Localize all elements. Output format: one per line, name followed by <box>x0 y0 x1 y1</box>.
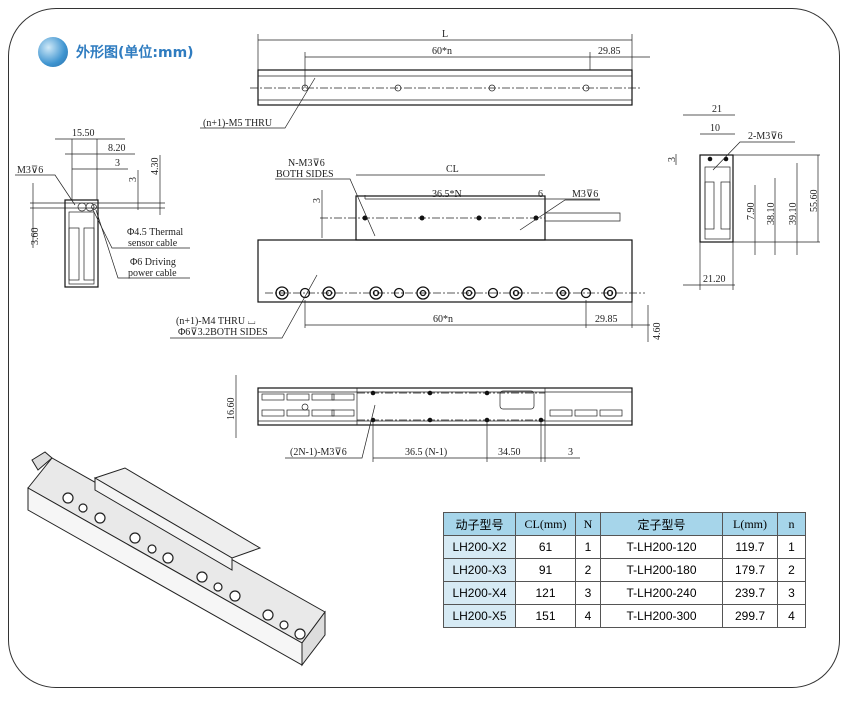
dim-36-5N: 36.5*N <box>432 189 462 200</box>
col-header: 定子型号 <box>600 512 723 536</box>
col-header: 动子型号 <box>443 512 516 536</box>
cell: 4 <box>777 604 806 628</box>
cell: 3 <box>777 581 806 605</box>
cell: T-LH200-180 <box>600 558 723 582</box>
cell: 61 <box>515 535 576 559</box>
cell: LH200-X4 <box>443 581 516 605</box>
dim-34-50: 34.50 <box>498 447 521 458</box>
cell: 121 <box>515 581 576 605</box>
right-view: 21 10 2-M3⊽6 3 7.90 38.10 39.10 55.60 21… <box>667 104 820 290</box>
col-header: n <box>777 512 806 536</box>
dim-8-20: 8.20 <box>108 143 126 154</box>
section-title: 外形图(单位:mm) <box>38 37 194 67</box>
dim-29-85: 29.85 <box>595 314 618 325</box>
power-label: Φ6 Driving <box>130 257 176 268</box>
cell: 91 <box>515 558 576 582</box>
dim-L: L <box>442 29 448 40</box>
thermal-label-2: sensor cable <box>128 238 178 249</box>
tap-label: M3⊽6 <box>572 189 598 200</box>
tap-label: M3⊽6 <box>17 165 43 176</box>
cell: 299.7 <box>722 604 778 628</box>
tap-n-label-2: BOTH SIDES <box>276 169 334 180</box>
holes-label: (n+1)-M4 THRU ⌴ <box>176 316 256 327</box>
dim-3: 3 <box>667 157 678 162</box>
tap-n-label: N-M3⊽6 <box>288 158 325 169</box>
cell: LH200-X5 <box>443 604 516 628</box>
dim-21-20: 21.20 <box>703 274 726 285</box>
dim-3-60: 3.60 <box>30 228 41 246</box>
cell: 4 <box>575 604 601 628</box>
cell: 151 <box>515 604 576 628</box>
dim-6: 6 <box>538 189 543 200</box>
dim-4-30: 4.30 <box>150 158 161 176</box>
dim-CL: CL <box>446 164 459 175</box>
section-title-text: 外形图(单位:mm) <box>76 45 194 61</box>
dim-h3: 3 <box>128 177 139 182</box>
tap-label: 2-M3⊽6 <box>748 131 783 142</box>
cell: 179.7 <box>722 558 778 582</box>
dim-4-60: 4.60 <box>652 323 663 341</box>
table-header-row: 动子型号 CL(mm) N 定子型号 L(mm) n <box>443 512 806 536</box>
cell: 2 <box>575 558 601 582</box>
dim-38-10: 38.10 <box>766 203 777 226</box>
cell: 119.7 <box>722 535 778 559</box>
dim-end: 29.85 <box>598 46 621 57</box>
cell: 1 <box>575 535 601 559</box>
isometric-view <box>27 451 326 667</box>
holes-label: (n+1)-M5 THRU <box>203 118 273 129</box>
bottom-view: 16.60 36.5 (N-1) 34.50 3 (2N-1)-M3⊽6 <box>226 375 633 462</box>
cell: 239.7 <box>722 581 778 605</box>
dim-36-5-N-1: 36.5 (N-1) <box>405 447 447 458</box>
tap-label: (2N-1)-M3⊽6 <box>290 447 347 458</box>
dim-21: 21 <box>712 104 722 115</box>
dim-10: 10 <box>710 123 720 134</box>
holes-label-2: Φ6⊽3.2BOTH SIDES <box>178 327 268 338</box>
cell: 2 <box>777 558 806 582</box>
cell: T-LH200-240 <box>600 581 723 605</box>
col-header: L(mm) <box>722 512 778 536</box>
front-view: CL 36.5*N 6 M3⊽6 3 N-M3⊽6 BOTH SIDES (n+… <box>170 158 663 342</box>
dim-60n: 60*n <box>433 314 453 325</box>
dim-pitch: 60*n <box>432 46 452 57</box>
cell: T-LH200-120 <box>600 535 723 559</box>
cell: 1 <box>777 535 806 559</box>
cell: T-LH200-300 <box>600 604 723 628</box>
cell: 3 <box>575 581 601 605</box>
col-header: N <box>575 512 601 536</box>
dim-3: 3 <box>568 447 573 458</box>
dim-7-90: 7.90 <box>746 203 757 221</box>
dim-39-10: 39.10 <box>788 203 799 226</box>
page-frame <box>8 8 840 688</box>
power-label-2: power cable <box>128 268 177 279</box>
dim-3: 3 <box>312 198 323 203</box>
cell: LH200-X3 <box>443 558 516 582</box>
dim-3: 3 <box>115 158 120 169</box>
dim-55-60: 55.60 <box>809 190 820 213</box>
thermal-label: Φ4.5 Thermal <box>127 227 183 238</box>
dim-16-60: 16.60 <box>226 398 237 421</box>
col-header: CL(mm) <box>515 512 576 536</box>
cell: LH200-X2 <box>443 535 516 559</box>
left-view: 15.50 8.20 3 3 4.30 3.60 M3⊽6 Φ4.5 Therm… <box>15 128 190 288</box>
dim-15-50: 15.50 <box>72 128 95 139</box>
top-view: L 60*n 29.85 (n+1)-M5 THRU <box>200 29 650 129</box>
bullet-icon <box>38 37 68 67</box>
